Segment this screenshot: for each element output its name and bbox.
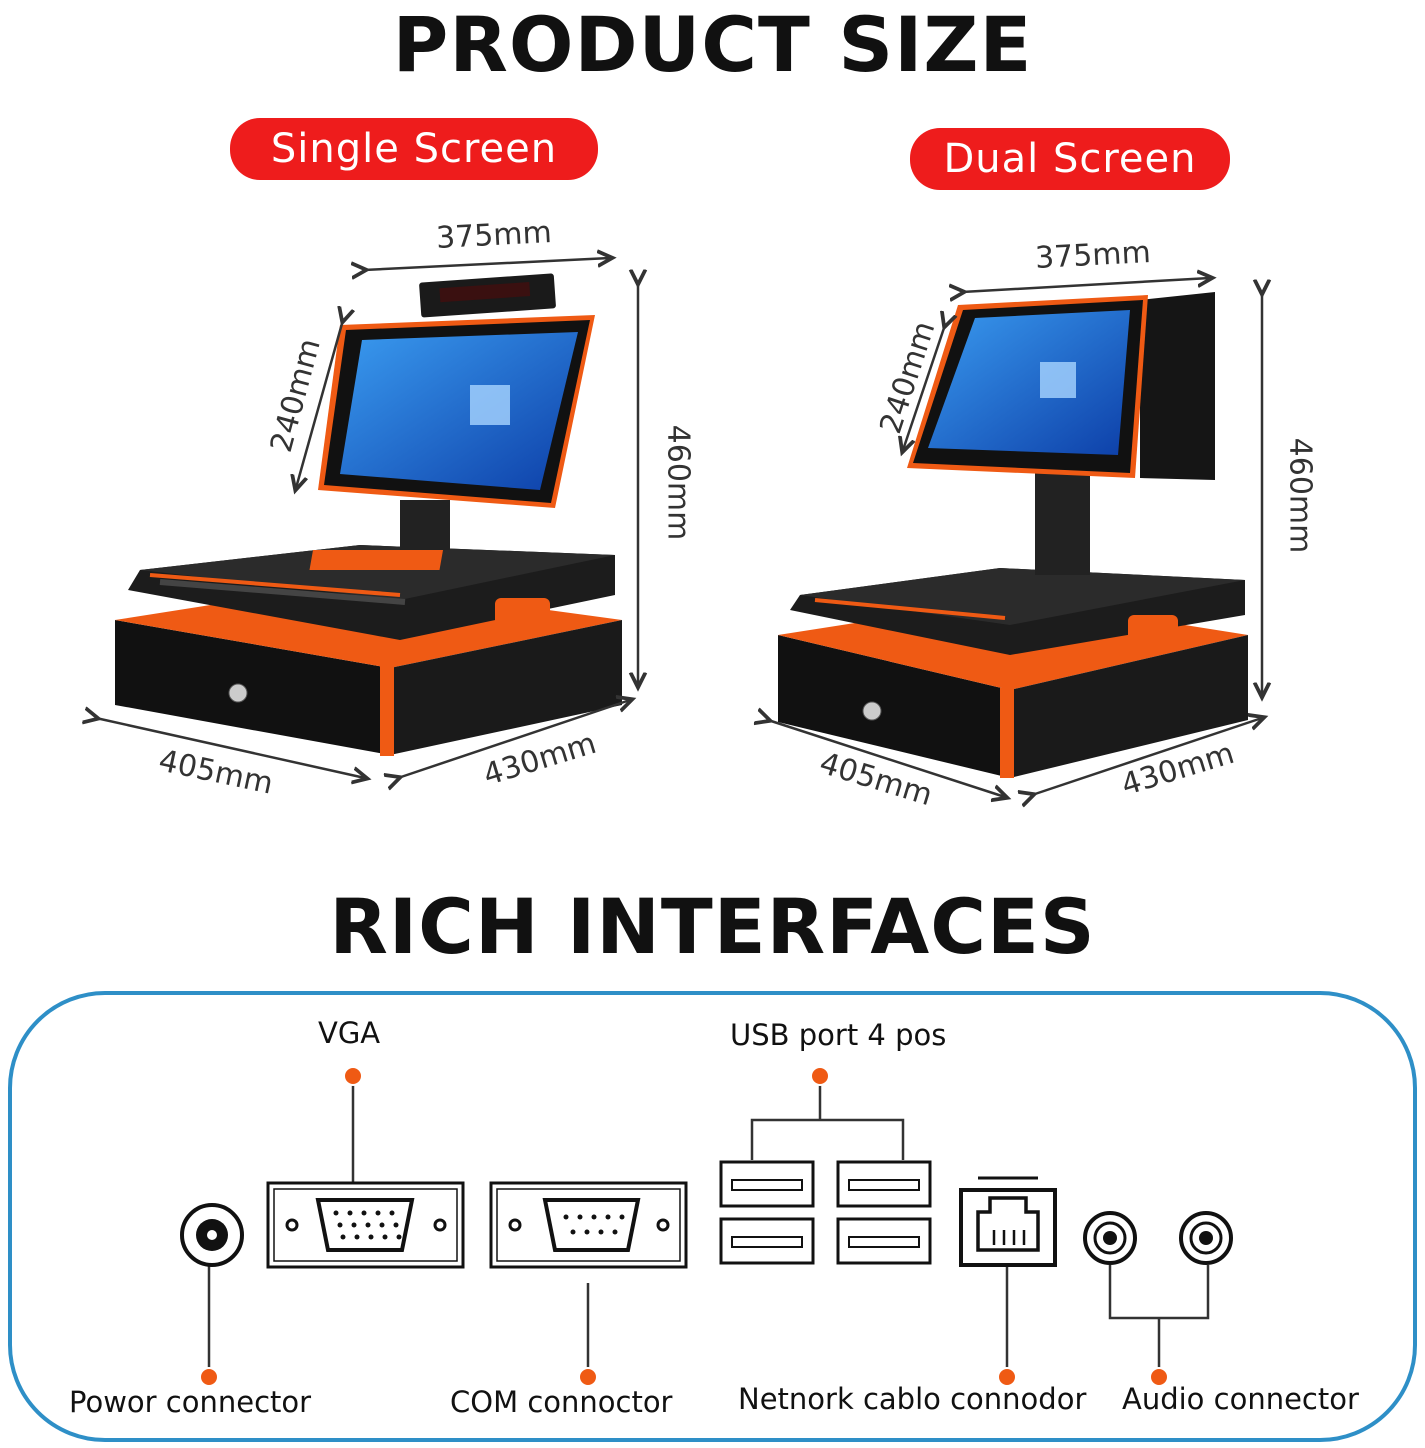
dual-screen-pos (778, 292, 1248, 778)
single-screen-badge: Single Screen (230, 118, 598, 180)
audio-connector-label: Audio connector (1122, 1382, 1359, 1416)
network-connector-label: Netnork cablo connodor (738, 1382, 1087, 1416)
product-size-title: PRODUCT SIZE (392, 0, 1033, 89)
audio-jacks-icon (1083, 1211, 1233, 1265)
windows-logo-icon (1040, 362, 1076, 398)
power-jack-icon (180, 1203, 244, 1267)
windows-logo-icon (470, 385, 510, 425)
dimension-lines (96, 258, 1262, 797)
vga-port-icon (266, 1181, 465, 1269)
network-port-icon (959, 1176, 1057, 1267)
dual-width-label: 375mm (1034, 234, 1152, 277)
com-connector-label: COM connoctor (450, 1385, 673, 1419)
rich-interfaces-title: RICH INTERFACES (329, 882, 1096, 971)
usb-label: USB port 4 pos (730, 1018, 947, 1052)
vga-label: VGA (318, 1016, 381, 1050)
interfaces-panel-frame (8, 991, 1417, 1442)
usb-ports-icon (719, 1160, 932, 1265)
dual-screen-badge: Dual Screen (910, 128, 1230, 190)
single-total-height-label: 460mm (660, 424, 696, 541)
drawer-lock-icon (862, 701, 882, 721)
dual-total-height-label: 460mm (1282, 437, 1318, 554)
single-width-label: 375mm (435, 214, 553, 257)
single-screen-pos (115, 273, 622, 756)
com-port-icon (489, 1181, 688, 1269)
power-connector-label: Powor connector (69, 1385, 312, 1419)
drawer-lock-icon (228, 683, 248, 703)
